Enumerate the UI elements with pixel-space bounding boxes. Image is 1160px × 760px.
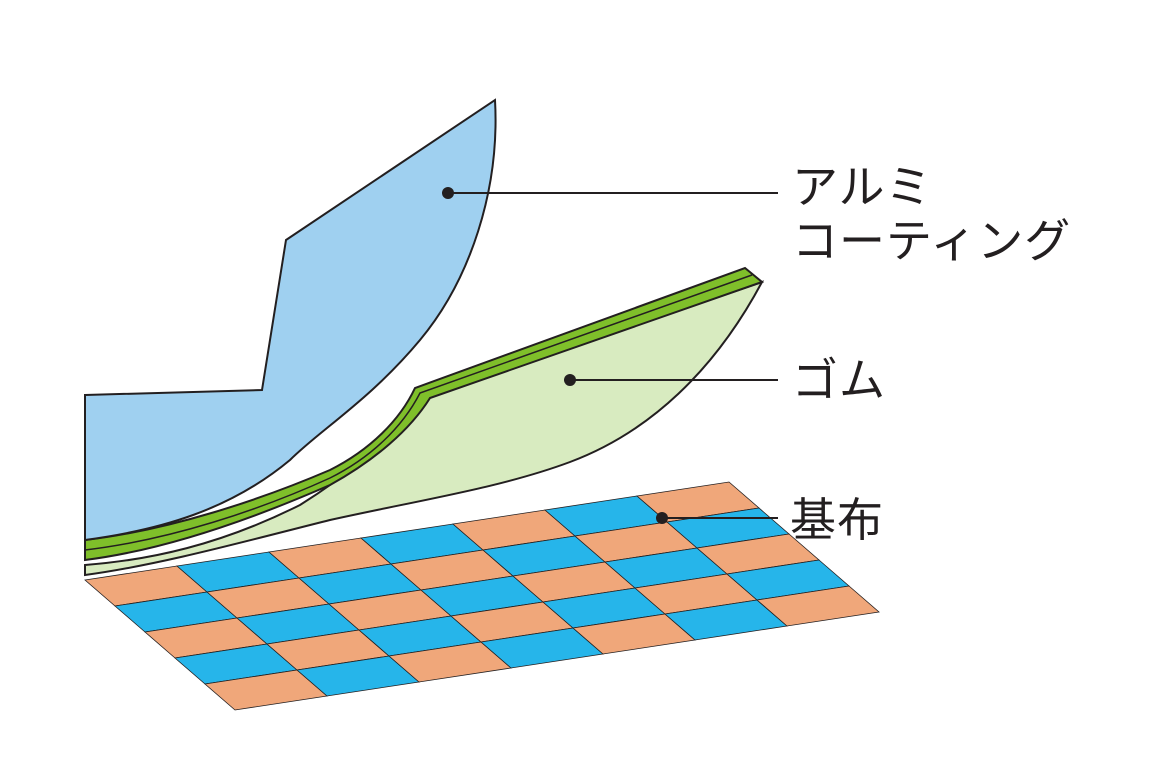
label-aluminum-coating: アルミ コーティング bbox=[792, 160, 1071, 268]
rubber-edge-line bbox=[84, 274, 753, 551]
weave-tiles bbox=[84, 481, 880, 711]
weave-tile bbox=[756, 585, 880, 627]
label-aluminum-line-2: コーティング bbox=[792, 214, 1072, 268]
leader-lines bbox=[442, 187, 778, 524]
rubber-sheet bbox=[84, 280, 765, 577]
aluminum-layer bbox=[84, 98, 497, 542]
base-fabric bbox=[84, 481, 880, 711]
label-base-fabric: 基布 bbox=[790, 493, 884, 547]
label-rubber: ゴム bbox=[792, 353, 886, 407]
aluminum-sheet bbox=[84, 98, 497, 542]
label-aluminum-line-1: アルミ bbox=[792, 160, 933, 214]
rubber-layer bbox=[84, 266, 765, 577]
rubber-edge bbox=[84, 266, 765, 562]
